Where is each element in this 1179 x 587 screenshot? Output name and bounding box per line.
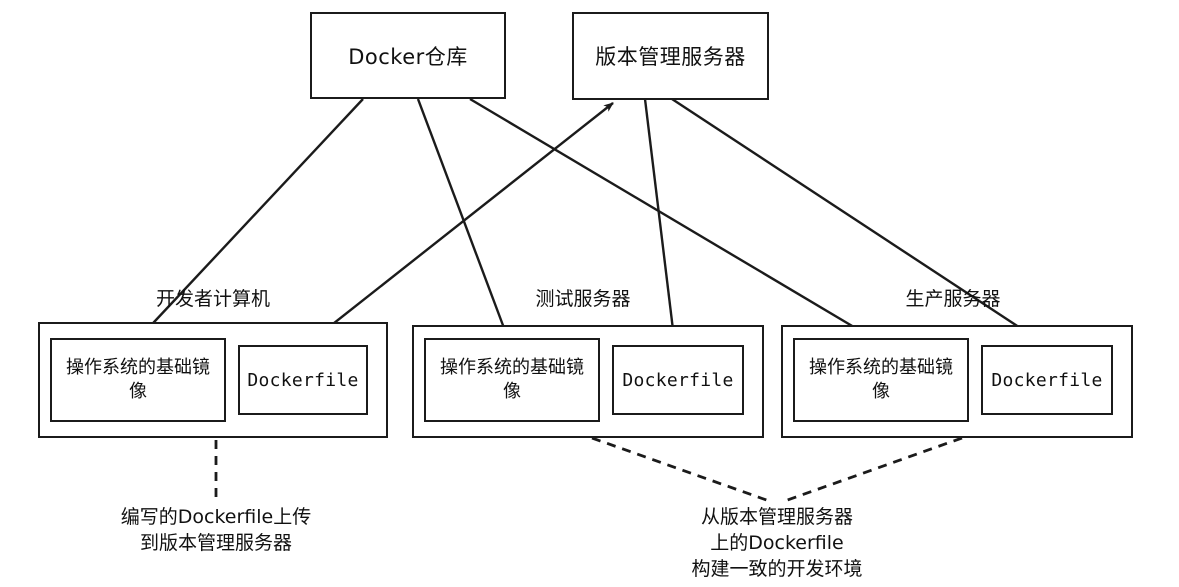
edge-version-server-to-prod-dockerfile	[671, 97, 1035, 339]
group-label-production-server: 生产服务器	[905, 288, 1001, 310]
edge-test-to-build-caption	[591, 436, 773, 504]
node-prod-os-base-image-label: 操作系统的基础镜像	[809, 356, 953, 402]
node-dev-dockerfile-label: Dockerfile	[247, 369, 359, 391]
edge-prod-to-build-caption	[781, 436, 963, 504]
caption-build-consistent-env-line-1: 从版本管理服务器	[700, 506, 853, 528]
node-prod-dockerfile-label: Dockerfile	[991, 369, 1103, 391]
edge-registry-to-prod-os	[469, 97, 870, 338]
edge-registry-to-test-os	[416, 98, 509, 337]
edge-dev-dockerfile-to-version-server	[304, 102, 614, 347]
node-dev-os-base-image[interactable]: 操作系统的基础镜像	[50, 338, 226, 422]
group-label-developer-machine: 开发者计算机	[155, 288, 270, 310]
caption-upload-dockerfile-line-1: 编写的Dockerfile上传	[120, 506, 312, 528]
caption-build-consistent-env-line-2: 上的Dockerfile	[710, 532, 844, 555]
caption-build-consistent-env: 从版本管理服务器 上的Dockerfile 构建一致的开发环境	[627, 504, 927, 583]
node-dev-dockerfile[interactable]: Dockerfile	[238, 345, 368, 415]
node-docker-registry[interactable]: Docker仓库	[310, 12, 506, 99]
node-prod-os-base-image[interactable]: 操作系统的基础镜像	[793, 338, 969, 422]
node-version-server[interactable]: 版本管理服务器	[572, 12, 769, 100]
edge-version-server-to-test-dockerfile	[643, 98, 677, 339]
node-dev-os-base-image-label: 操作系统的基础镜像	[66, 356, 210, 402]
caption-upload-dockerfile: 编写的Dockerfile上传 到版本管理服务器	[66, 504, 366, 556]
node-test-os-base-image[interactable]: 操作系统的基础镜像	[424, 338, 600, 422]
caption-upload-dockerfile-line-2: 到版本管理服务器	[139, 532, 292, 555]
caption-build-consistent-env-line-3: 构建一致的开发环境	[691, 558, 863, 581]
node-prod-dockerfile[interactable]: Dockerfile	[981, 345, 1113, 415]
node-test-dockerfile[interactable]: Dockerfile	[612, 345, 744, 415]
node-test-os-base-image-label: 操作系统的基础镜像	[440, 356, 584, 402]
edge-registry-to-dev-os	[140, 98, 364, 337]
node-version-server-label: 版本管理服务器	[595, 45, 746, 69]
node-docker-registry-label: Docker仓库	[348, 44, 468, 69]
group-label-test-server: 测试服务器	[535, 288, 631, 310]
node-test-dockerfile-label: Dockerfile	[622, 369, 734, 391]
